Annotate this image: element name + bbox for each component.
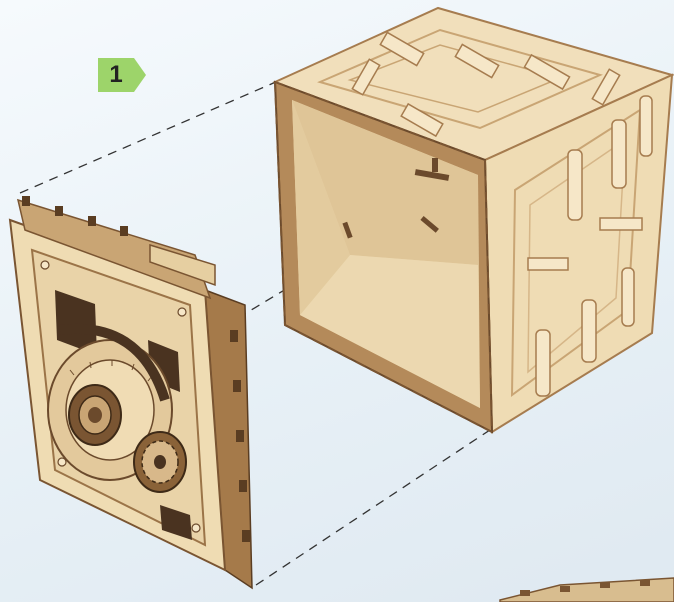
step-number: 1 [98,58,134,92]
alignment-line-top [20,78,285,193]
wooden-cube-box [275,8,672,432]
gear [134,432,186,492]
step-badge: 1 [98,58,150,92]
partial-part-bottom-right [500,578,674,602]
front-door-panel [10,196,252,588]
step-arrow-icon [134,58,146,92]
alignment-line-bottom [256,420,505,585]
